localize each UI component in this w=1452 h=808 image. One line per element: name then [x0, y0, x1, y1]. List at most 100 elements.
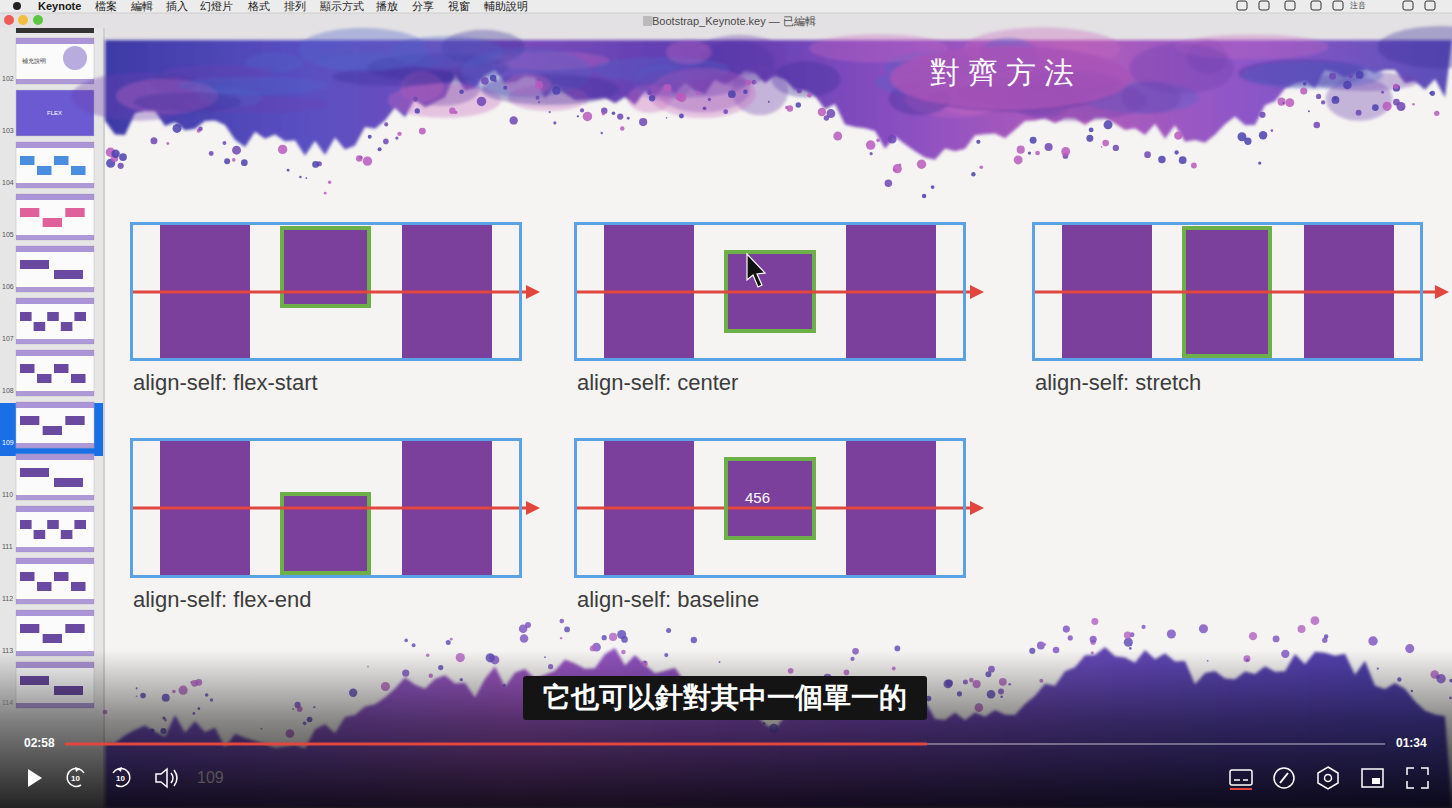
slide-canvas: [560, 637, 562, 639]
menu-item: 插入: [166, 0, 188, 13]
slide-canvas: [1089, 127, 1094, 132]
slide-navigator: [20, 416, 39, 425]
slide-canvas: [412, 643, 416, 647]
slide-canvas: [1101, 146, 1103, 148]
slide-navigator: [61, 322, 73, 331]
slide-canvas: [1343, 81, 1352, 90]
slide-canvas: [787, 105, 793, 111]
slide-navigator: [20, 312, 32, 321]
slide-canvas: [971, 172, 975, 176]
slide-canvas: [119, 153, 127, 161]
slide-canvas: [666, 40, 712, 64]
video-controls: [1230, 770, 1252, 785]
slide-navigator: [16, 339, 94, 344]
slide-navigator: [65, 624, 84, 633]
slide-navigator: [71, 582, 86, 591]
slide-canvas: [577, 115, 579, 117]
slide-navigator: [34, 530, 46, 539]
slide-canvas: [976, 140, 980, 144]
slide-canvas: [728, 90, 736, 98]
slide-canvas: [1273, 635, 1280, 642]
slide-canvas: [1124, 632, 1131, 639]
slide-canvas: [299, 176, 301, 178]
slide-navigator: [54, 478, 83, 487]
slide-navigator: [16, 558, 94, 564]
slide-navigator: [16, 391, 94, 396]
property-label: align-self: stretch: [1035, 370, 1201, 396]
slide-canvas: [601, 132, 603, 134]
slide-navigator: [71, 374, 86, 383]
video-controls: [1280, 773, 1288, 783]
container-border: [130, 222, 522, 361]
slide-title: 對齊方法: [930, 56, 1082, 91]
arrow-head: [1435, 285, 1449, 299]
slide-canvas: [632, 68, 747, 98]
video-controls: [156, 769, 167, 787]
slide-canvas: [1030, 137, 1037, 144]
slide-navigator: [16, 38, 94, 44]
slide-navigator: [37, 374, 52, 383]
slide-canvas: [134, 92, 242, 112]
cross-axis-arrow: [130, 507, 528, 510]
video-controls: [117, 767, 122, 772]
slide-canvas: [459, 89, 464, 94]
flex-item-selected: [282, 228, 369, 306]
slide-navigator: [16, 454, 94, 500]
mouse-cursor: [747, 254, 765, 287]
slide-canvas: [383, 139, 389, 145]
slide-canvas: [1061, 147, 1070, 156]
slide-canvas: [504, 74, 551, 96]
slide-canvas: [535, 81, 543, 89]
slide-navigator: [16, 506, 94, 552]
slide-canvas: [870, 152, 873, 155]
slide-canvas: [1174, 150, 1178, 154]
slide-canvas: [222, 141, 226, 145]
slide-canvas: [1063, 625, 1070, 632]
slide-canvas: [173, 124, 182, 133]
slide-canvas: [647, 90, 652, 95]
menu-item: Keynote: [38, 0, 81, 13]
slide-canvas: [552, 86, 560, 94]
slide-canvas: [1303, 82, 1307, 86]
slide-canvas: [564, 627, 570, 633]
slide-canvas: [1378, 26, 1452, 68]
slide-canvas: [1348, 73, 1353, 78]
slide-canvas: [723, 109, 728, 114]
slide-navigator: [63, 46, 87, 70]
slide-canvas: [378, 147, 382, 151]
slide-canvas: [413, 97, 418, 102]
slide-canvas: [833, 132, 842, 141]
slide-navigator: [16, 350, 94, 396]
slide-canvas: [1332, 96, 1340, 104]
slide-canvas: [1102, 140, 1109, 147]
slide-navigator: [16, 610, 94, 616]
slide-navigator: [20, 468, 49, 477]
slide-canvas: [1124, 638, 1133, 647]
slide-number: 113: [2, 647, 13, 655]
slide-number: 105: [2, 231, 14, 239]
property-label: align-self: baseline: [577, 587, 759, 613]
slide-navigator: [16, 246, 94, 252]
property-label: align-self: flex-end: [133, 587, 312, 613]
video-controls: [1325, 775, 1332, 782]
slide-navigator: [16, 183, 94, 188]
slide-number: 104: [2, 179, 14, 187]
slide-canvas: [818, 108, 826, 116]
slide-navigator: [16, 402, 94, 408]
slide-navigator: [61, 530, 73, 539]
slide-canvas: [621, 636, 628, 643]
slide-canvas: [1311, 616, 1320, 625]
slide-canvas: [666, 628, 671, 633]
slide-navigator: [54, 364, 69, 373]
slide-canvas: [450, 638, 453, 641]
slide-canvas: [1129, 647, 1132, 650]
flex-container: align-self: flex-start: [130, 222, 522, 401]
slide-canvas: [549, 111, 551, 113]
slide-canvas: [1158, 156, 1165, 163]
arrow-head: [526, 285, 540, 299]
slide-canvas: [1313, 122, 1320, 129]
slide-number: 112: [2, 595, 13, 603]
slide-navigator: [20, 624, 39, 633]
slide-canvas: [118, 163, 124, 169]
slide-canvas: [481, 77, 489, 85]
